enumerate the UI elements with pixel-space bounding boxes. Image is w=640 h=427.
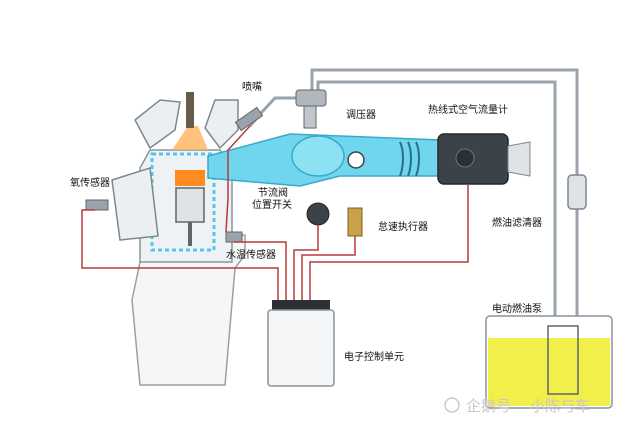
air-inlet [507, 141, 531, 177]
cylinder-head-right [204, 99, 239, 150]
wire-injector [225, 125, 251, 233]
cylinder-head-left [134, 99, 181, 150]
watermark-logo-icon [444, 397, 460, 413]
combustion-chamber [175, 170, 205, 186]
piston [175, 187, 205, 223]
coolant-temp-sensor-icon [225, 231, 243, 243]
labels: 喷嘴 调压器 热线式空气流量计 氧传感器 节流阀 位置开关 怠速执行器 燃油滤清… [70, 81, 542, 363]
watermark-author: 小陈与车 [530, 397, 590, 415]
engine [111, 92, 246, 386]
pressure-regulator-icon [303, 105, 317, 129]
injector-assembly [234, 89, 327, 132]
combustion-flame [172, 126, 208, 150]
intake-bellows [399, 141, 420, 177]
watermark-brand: 企鹅号 [466, 397, 511, 415]
fuel-tank-fuel [488, 338, 610, 406]
wire-maf [309, 184, 469, 300]
ecu [267, 300, 335, 387]
intake-plenum [291, 135, 345, 177]
intake-air-path [207, 133, 441, 187]
label-ecu: 电子控制单元 [344, 350, 404, 363]
fuel-supply-line [316, 80, 557, 378]
label-maf: 热线式空气流量计 [428, 103, 508, 116]
label-throttle-position-1: 节流阀 [258, 186, 288, 199]
throttle-position-switch-icon [306, 202, 330, 226]
label-throttle-position-2: 位置开关 [252, 198, 292, 211]
maf-sensor-icon [455, 148, 475, 168]
label-fuel-filter: 燃油滤清器 [492, 216, 542, 229]
injector-icon [234, 106, 264, 132]
sensors [85, 199, 363, 243]
spark-plug-icon [186, 92, 194, 128]
fuel-tank [485, 315, 613, 409]
label-idle-actuator: 怠速执行器 [378, 220, 428, 233]
label-fuel-pump: 电动燃油泵 [492, 302, 542, 315]
fuel-return-line [310, 68, 579, 378]
idle-speed-actuator-icon [347, 207, 363, 237]
wire-coolant-temp [234, 241, 287, 300]
label-oxygen-sensor: 氧传感器 [70, 176, 110, 189]
watermark: 企鹅号 小陈与车 [444, 397, 590, 415]
label-coolant-sensor: 水温传感器 [226, 248, 276, 261]
mass-air-flow-meter [437, 133, 531, 185]
signal-wires [81, 125, 469, 300]
exhaust-manifold [111, 167, 159, 241]
ecu-box-icon [267, 309, 335, 387]
fuel-filter-icon [567, 174, 587, 210]
label-pressure-regulator: 调压器 [346, 109, 376, 121]
wire-throttle-position [293, 225, 319, 300]
fuel-pump-icon [547, 325, 579, 395]
fuel-rail-icon [295, 89, 327, 107]
ecu-connector [272, 300, 330, 312]
wire-idle-actuator [301, 236, 356, 300]
throttle-valve-icon [347, 151, 365, 169]
label-injector: 喷嘴 [242, 81, 262, 93]
oxygen-sensor-icon [85, 199, 109, 211]
wire-oxygen-sensor [81, 209, 279, 300]
